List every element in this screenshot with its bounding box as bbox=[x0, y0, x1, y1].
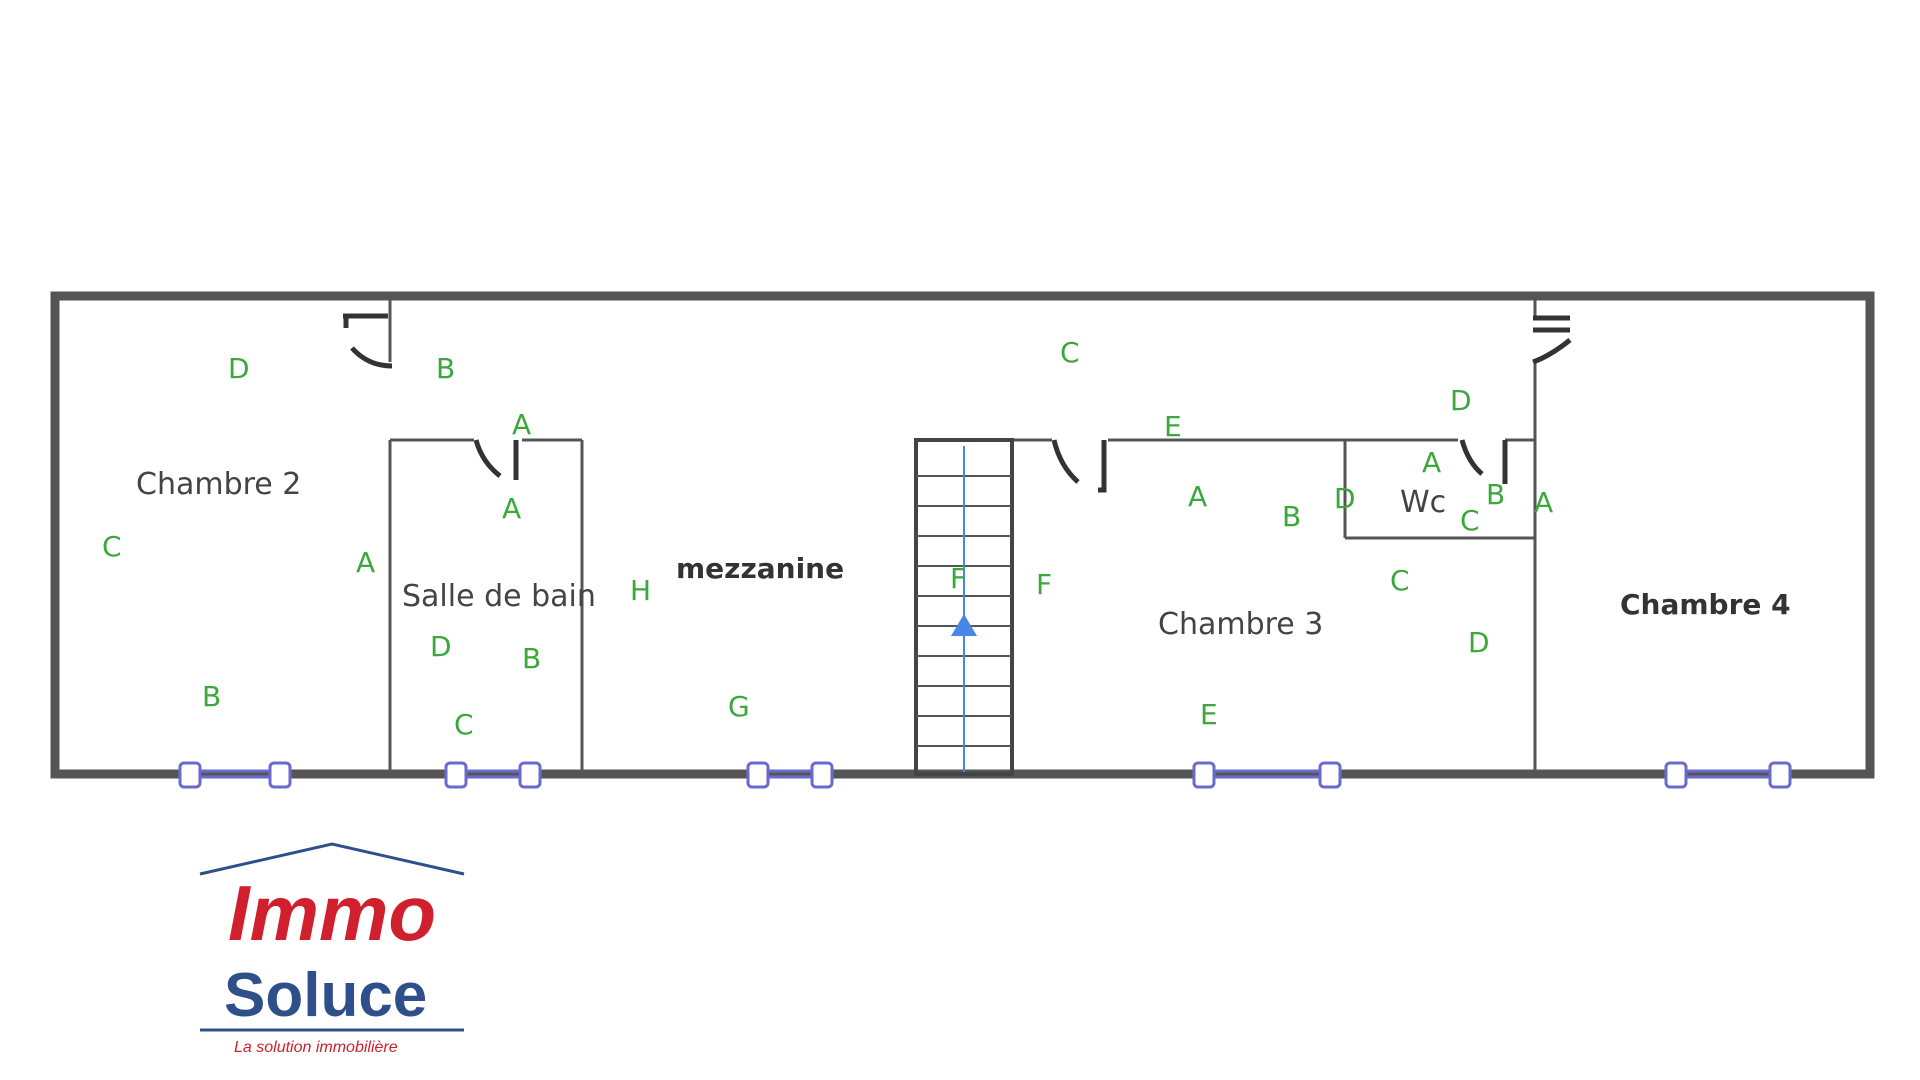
wall-letter: B bbox=[522, 642, 541, 675]
window-chambre2 bbox=[178, 761, 292, 789]
door-wc bbox=[1459, 439, 1508, 484]
logo: Immo Soluce La solution immobilière bbox=[199, 842, 465, 1056]
wall-letter: B bbox=[1282, 500, 1301, 533]
wall-letter: D bbox=[1450, 384, 1472, 417]
wall-letter: D bbox=[228, 352, 250, 385]
window-chambre4 bbox=[1664, 761, 1792, 789]
wall-letter: F bbox=[950, 562, 966, 595]
logo-tagline: La solution immobilière bbox=[234, 1039, 398, 1056]
door-chambre4 bbox=[1532, 315, 1572, 365]
wall-letter: C bbox=[454, 708, 474, 741]
wall-letter: A bbox=[512, 408, 531, 441]
room-label-wc: Wc bbox=[1400, 485, 1446, 520]
wall-letters: D C B A A A D B C B H C E F G F A B C D … bbox=[102, 336, 1553, 741]
room-label-chambre3: Chambre 3 bbox=[1158, 607, 1323, 642]
wall-letter: B bbox=[436, 352, 455, 385]
door-chambre3 bbox=[1051, 439, 1107, 493]
window-mezzanine bbox=[746, 761, 834, 789]
room-label-chambre2: Chambre 2 bbox=[136, 467, 301, 502]
room-labels: Chambre 2 Salle de bain mezzanine Chambr… bbox=[136, 467, 1791, 642]
logo-soluce: Soluce bbox=[224, 961, 427, 1030]
wall-letter: A bbox=[356, 546, 375, 579]
wall-letter: E bbox=[1164, 410, 1182, 443]
wall-letter: A bbox=[1422, 446, 1441, 479]
logo-roof bbox=[199, 842, 465, 876]
windows bbox=[178, 761, 1792, 789]
wall-letter: A bbox=[1534, 486, 1553, 519]
room-label-chambre4: Chambre 4 bbox=[1620, 588, 1791, 621]
stair-arrow-icon bbox=[951, 614, 977, 636]
wall-letter: B bbox=[202, 680, 221, 713]
wall-letter: A bbox=[1188, 480, 1207, 513]
wall-letter: B bbox=[1486, 478, 1505, 511]
door-salle-de-bain bbox=[473, 439, 519, 480]
wall-letter: A bbox=[502, 492, 521, 525]
room-label-mezzanine: mezzanine bbox=[676, 552, 844, 585]
door-swings bbox=[343, 313, 1572, 493]
wall-letter: C bbox=[102, 530, 122, 563]
window-chambre3 bbox=[1192, 761, 1342, 789]
wall-letter: G bbox=[728, 690, 750, 723]
wall-letter: D bbox=[430, 630, 452, 663]
wall-letter: C bbox=[1390, 564, 1410, 597]
wall-letter: E bbox=[1200, 698, 1218, 731]
wall-letter: D bbox=[1468, 626, 1490, 659]
wall-letter: C bbox=[1060, 336, 1080, 369]
wall-letter: H bbox=[630, 574, 651, 607]
window-salle-de-bain bbox=[444, 761, 542, 789]
wall-letter: C bbox=[1460, 504, 1480, 537]
wall-letter: D bbox=[1334, 482, 1356, 515]
staircase bbox=[914, 438, 1014, 776]
logo-immo: Immo bbox=[228, 869, 436, 957]
door-chambre2 bbox=[343, 313, 393, 369]
room-label-salle-de-bain: Salle de bain bbox=[402, 579, 596, 614]
wall-letter: F bbox=[1036, 568, 1052, 601]
